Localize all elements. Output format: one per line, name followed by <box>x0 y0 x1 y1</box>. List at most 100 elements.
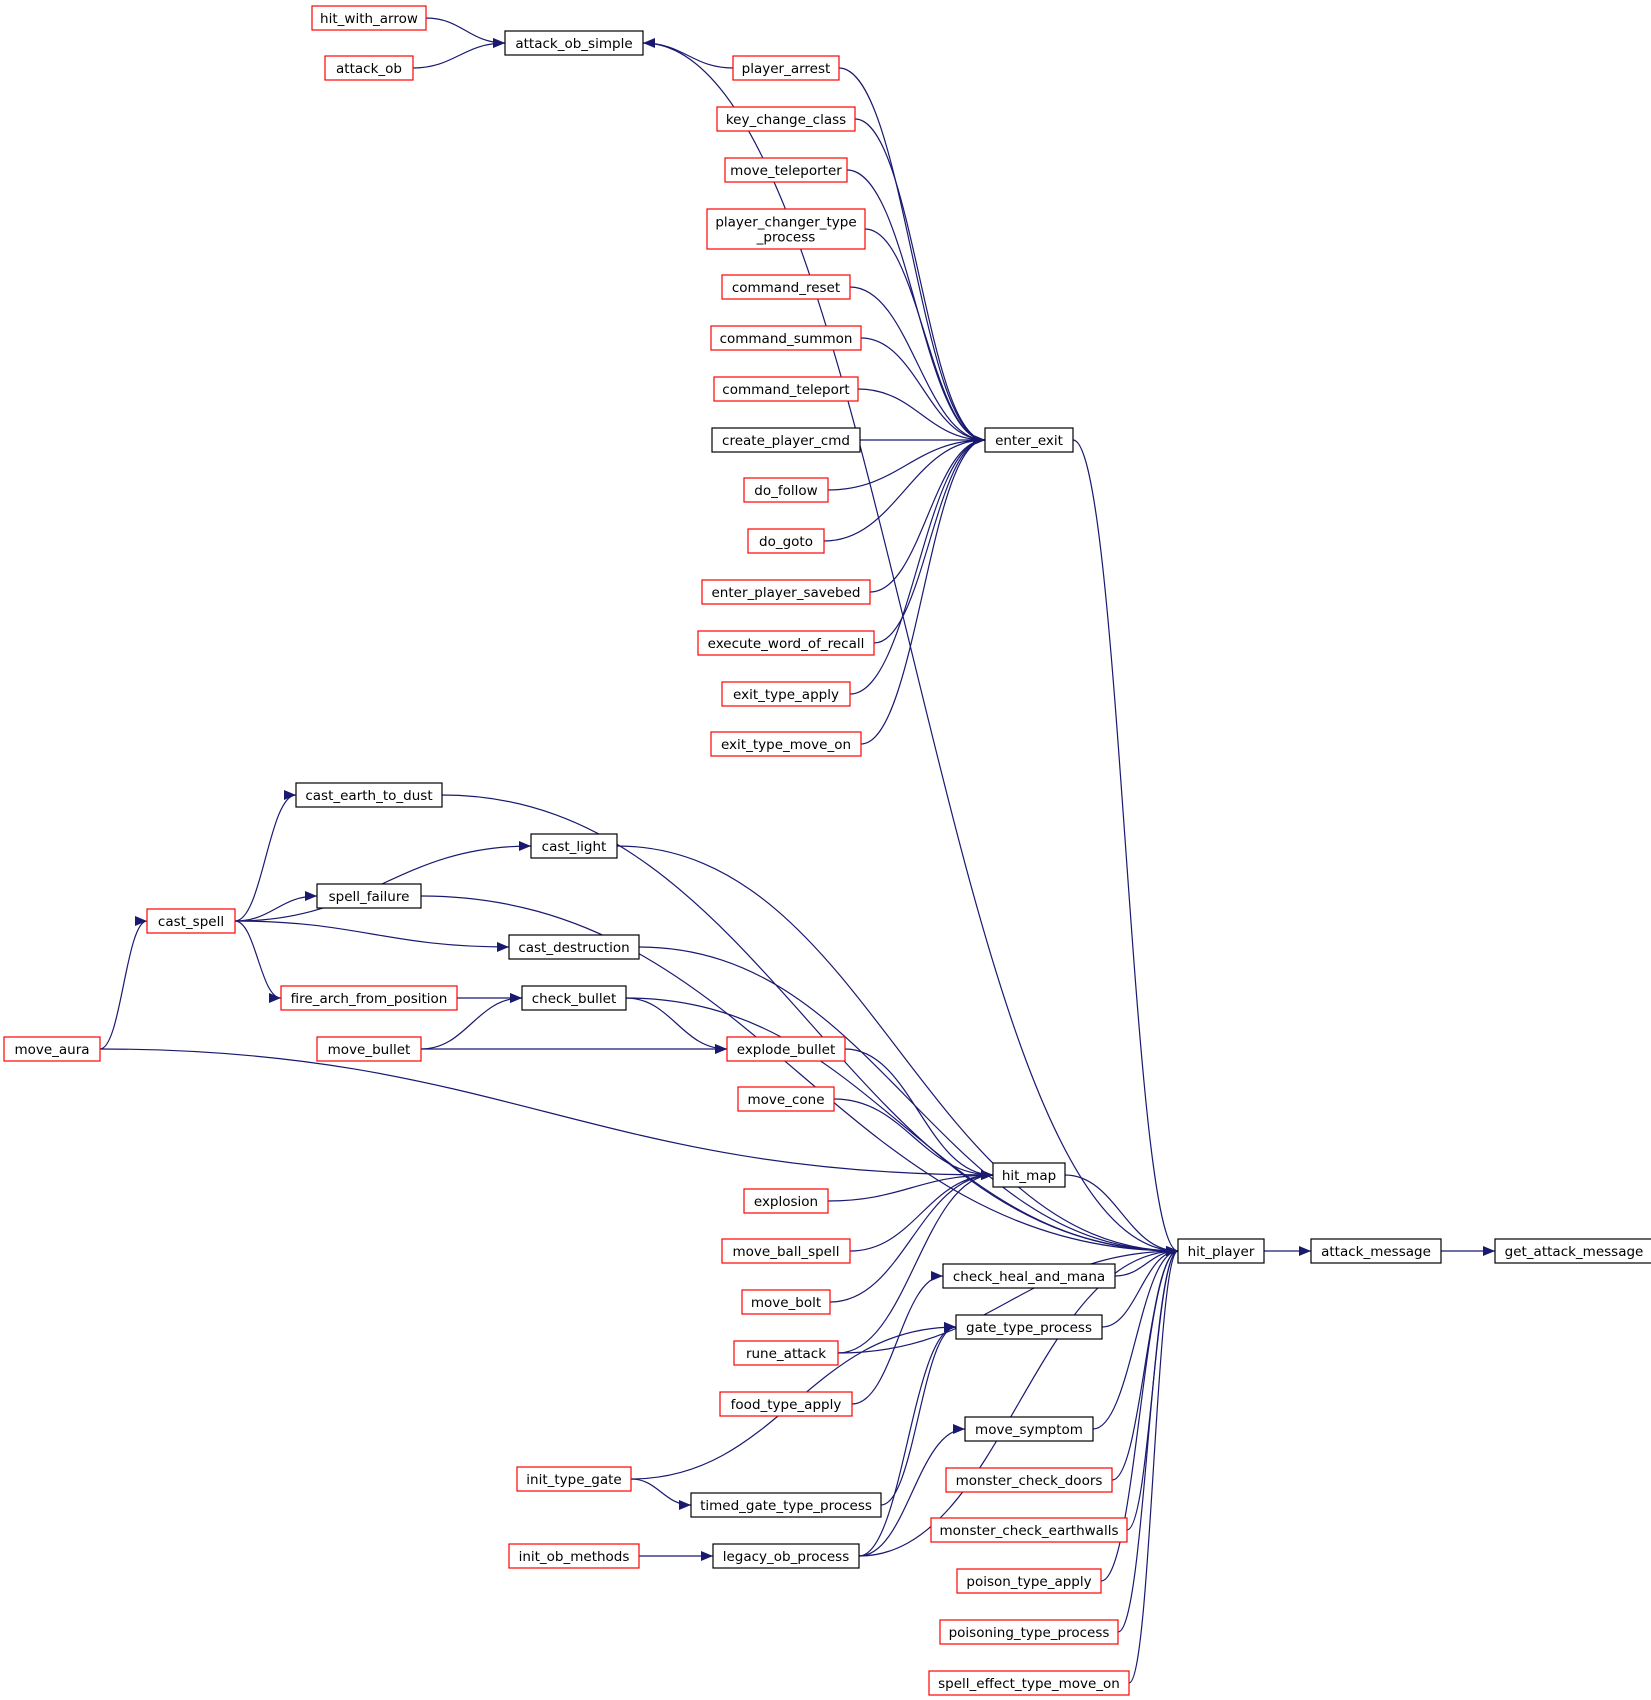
node-move-bullet[interactable]: move_bullet <box>316 1036 422 1062</box>
node-box <box>737 1086 835 1112</box>
node-move-aura[interactable]: move_aura <box>3 1036 101 1062</box>
node-spell-failure[interactable]: spell_failure <box>316 883 422 909</box>
node-label: do_follow <box>754 483 817 499</box>
node-label: cast_spell <box>158 914 224 930</box>
node-init-type-gate[interactable]: init_type_gate <box>516 1466 632 1492</box>
node-box <box>721 681 851 707</box>
node-explode-bullet[interactable]: explode_bullet <box>726 1036 846 1062</box>
node-label: monster_check_doors <box>956 1473 1103 1489</box>
node-player-arrest[interactable]: player_arrest <box>732 55 840 81</box>
node-execute-word-of-recall[interactable]: execute_word_of_recall <box>697 630 875 656</box>
node-label: command_summon <box>720 331 853 347</box>
node-command-summon[interactable]: command_summon <box>710 325 862 351</box>
node-legacy-ob-process[interactable]: legacy_ob_process <box>712 1543 860 1569</box>
node-poisoning-type-process[interactable]: poisoning_type_process <box>939 1619 1119 1645</box>
node-do-follow[interactable]: do_follow <box>743 477 829 503</box>
node-init-ob-methods[interactable]: init_ob_methods <box>508 1543 640 1569</box>
node-hit-player[interactable]: hit_player <box>1177 1238 1265 1264</box>
node-hit-with-arrow[interactable]: hit_with_arrow <box>311 5 427 31</box>
node-box <box>1177 1238 1265 1264</box>
node-gate-type-process[interactable]: gate_type_process <box>955 1314 1103 1340</box>
node-label: explode_bullet <box>737 1042 836 1058</box>
node-box <box>716 106 856 132</box>
node-move-ball-spell[interactable]: move_ball_spell <box>721 1238 851 1264</box>
edge-player_changer_type_process-to-enter_exit <box>864 228 986 445</box>
node-command-teleport[interactable]: command_teleport <box>713 376 859 402</box>
node-attack-ob-simple[interactable]: attack_ob_simple <box>504 30 644 56</box>
node-explosion[interactable]: explosion <box>743 1188 829 1214</box>
edge-command_teleport-to-enter_exit <box>857 388 986 445</box>
node-label: move_aura <box>14 1042 89 1058</box>
node-box <box>311 5 427 31</box>
node-label: attack_message <box>1321 1244 1431 1260</box>
node-label: attack_ob <box>336 61 402 77</box>
node-timed-gate-type-process[interactable]: timed_gate_type_process <box>690 1492 882 1518</box>
node-check-bullet[interactable]: check_bullet <box>521 985 627 1011</box>
edge-player_arrest-to-attack_ob_simple <box>642 38 734 69</box>
node-exit-type-move-on[interactable]: exit_type_move_on <box>710 731 862 757</box>
node-command-reset[interactable]: command_reset <box>721 274 851 300</box>
node-do-goto[interactable]: do_goto <box>747 528 825 554</box>
node-label: get_attack_message <box>1505 1244 1644 1260</box>
node-cast-spell[interactable]: cast_spell <box>146 908 236 934</box>
node-move-bolt[interactable]: move_bolt <box>741 1289 831 1315</box>
node-box <box>295 782 443 808</box>
node-move-cone[interactable]: move_cone <box>737 1086 835 1112</box>
edge-cast_earth_to_dust-to-hit_player <box>441 794 1179 1256</box>
node-box <box>508 1543 640 1569</box>
edge-explode_bullet-to-hit_map <box>844 1048 994 1180</box>
node-label: move_cone <box>748 1092 825 1108</box>
node-move-symptom[interactable]: move_symptom <box>964 1416 1094 1442</box>
edge-spell_failure-to-hit_player <box>420 895 1179 1256</box>
edge-hit_with_arrow-to-attack_ob_simple <box>425 17 506 48</box>
edge-key_change_class-to-enter_exit <box>854 118 986 445</box>
node-label: poisoning_type_process <box>949 1625 1110 1641</box>
node-spell-effect-type-move-on[interactable]: spell_effect_type_move_on <box>928 1670 1130 1696</box>
edges-layer <box>99 17 1495 1684</box>
node-box <box>280 985 458 1011</box>
node-cast-earth-to-dust[interactable]: cast_earth_to_dust <box>295 782 443 808</box>
node-label: poison_type_apply <box>966 1574 1091 1590</box>
node-enter-exit[interactable]: enter_exit <box>984 427 1074 453</box>
node-label: init_ob_methods <box>519 1549 630 1565</box>
node-enter-player-savebed[interactable]: enter_player_savebed <box>701 579 871 605</box>
node-attack-message[interactable]: attack_message <box>1310 1238 1442 1264</box>
node-box <box>521 985 627 1011</box>
node-check-heal-and-mana[interactable]: check_heal_and_mana <box>942 1263 1116 1289</box>
edge-command_summon-to-enter_exit <box>860 337 986 445</box>
node-monster-check-earthwalls[interactable]: monster_check_earthwalls <box>930 1517 1128 1543</box>
edge-poisoning_type_process-to-hit_player <box>1117 1246 1179 1633</box>
node-cast-destruction[interactable]: cast_destruction <box>508 934 640 960</box>
edge-attack_ob-to-attack_ob_simple <box>412 38 506 69</box>
node-key-change-class[interactable]: key_change_class <box>716 106 856 132</box>
node-food-type-apply[interactable]: food_type_apply <box>719 1391 853 1417</box>
node-hit-map[interactable]: hit_map <box>992 1162 1066 1188</box>
node-attack-ob[interactable]: attack_ob <box>324 55 414 81</box>
node-create-player-cmd[interactable]: create_player_cmd <box>711 427 861 453</box>
node-get-attack-message[interactable]: get_attack_message <box>1494 1238 1651 1264</box>
node-box <box>530 833 618 859</box>
node-exit-type-apply[interactable]: exit_type_apply <box>721 681 851 707</box>
node-move-teleporter[interactable]: move_teleporter <box>724 157 848 183</box>
edge-enter_exit-to-hit_player <box>1072 439 1179 1256</box>
node-box <box>146 908 236 934</box>
node-label: hit_map <box>1002 1168 1056 1184</box>
node-label: timed_gate_type_process <box>700 1498 872 1514</box>
node-box <box>726 1036 846 1062</box>
node-label: command_teleport <box>722 382 849 398</box>
node-fire-arch-from-position[interactable]: fire_arch_from_position <box>280 985 458 1011</box>
node-monster-check-doors[interactable]: monster_check_doors <box>945 1467 1113 1493</box>
node-label: spell_effect_type_move_on <box>938 1676 1120 1692</box>
edge-cast_destruction-to-hit_player <box>638 946 1179 1256</box>
node-box <box>721 1238 851 1264</box>
node-label: exit_type_apply <box>733 687 839 703</box>
node-rune-attack[interactable]: rune_attack <box>733 1340 839 1366</box>
edge-init_type_gate-to-timed_gate_type_process <box>630 1478 692 1510</box>
node-label: check_bullet <box>532 991 617 1007</box>
node-poison-type-apply[interactable]: poison_type_apply <box>956 1568 1102 1594</box>
node-player-changer-type-process[interactable]: player_changer_type_process <box>706 208 866 250</box>
node-cast-light[interactable]: cast_light <box>530 833 618 859</box>
edge-player_arrest-to-enter_exit <box>838 67 986 445</box>
edge-command_reset-to-enter_exit <box>849 286 986 445</box>
